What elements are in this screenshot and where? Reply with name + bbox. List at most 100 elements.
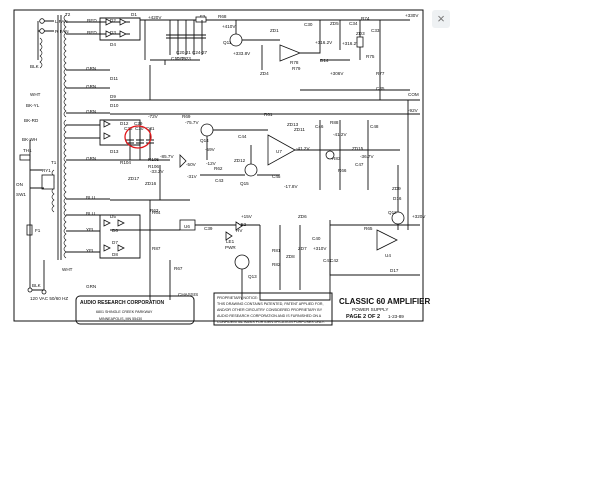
svg-text:+333.8V: +333.8V	[233, 51, 251, 56]
svg-text:D4: D4	[110, 42, 116, 47]
svg-text:R62: R62	[214, 166, 223, 171]
svg-text:YEL: YEL	[86, 248, 95, 253]
transformer-t2: T2	[39, 12, 71, 120]
svg-text:GRN: GRN	[86, 156, 96, 161]
svg-text:C40: C40	[312, 236, 321, 241]
svg-text:BLU: BLU	[86, 211, 95, 216]
svg-text:-59V: -59V	[205, 147, 216, 152]
svg-text:D14: D14	[320, 58, 329, 63]
svg-text:R88: R88	[330, 120, 339, 125]
svg-text:R83: R83	[332, 156, 341, 161]
svg-text:C41: C41	[323, 258, 332, 263]
svg-text:RED: RED	[87, 30, 97, 35]
svg-text:R67: R67	[174, 266, 183, 271]
svg-text:R81: R81	[272, 248, 281, 253]
svg-text:Q11: Q11	[223, 40, 232, 45]
svg-text:ZD13: ZD13	[287, 122, 299, 127]
svg-text:D11: D11	[110, 76, 119, 81]
svg-text:C44: C44	[238, 134, 247, 139]
svg-text:ZD6: ZD6	[298, 214, 307, 219]
svg-text:ZD3: ZD3	[356, 31, 365, 36]
svg-text:R61: R61	[264, 112, 273, 117]
svg-text:C31: C31	[146, 126, 155, 131]
svg-text:U6: U6	[184, 224, 190, 229]
svg-text:+330V: +330V	[405, 13, 419, 18]
svg-text:R87: R87	[152, 246, 161, 251]
svg-text:BK-YL: BK-YL	[26, 103, 40, 108]
svg-text:WHT: WHT	[62, 267, 73, 272]
svg-text:+410V: +410V	[222, 24, 236, 29]
svg-text:-31V: -31V	[187, 174, 198, 179]
t1-label: T1	[51, 160, 57, 165]
svg-text:+306V: +306V	[330, 71, 344, 76]
negative-supply: D12 D13 -72V C28 C30 C31 C29 R104 R105 R…	[99, 114, 190, 213]
secondary-lead-labels: RED RED BLK GRN GRN WHT BK-YL BK-RD BK-W…	[22, 18, 130, 289]
svg-text:C42: C42	[330, 258, 339, 263]
svg-text:+420V: +420V	[148, 15, 162, 20]
svg-text:WHT: WHT	[30, 92, 41, 97]
red-markup-circle	[124, 125, 152, 149]
svg-text:C10-19: C10-19	[171, 56, 187, 61]
svg-text:RED: RED	[87, 18, 97, 23]
notice-body-line: AUDIO RESEARCH CORPORATION AND IS FURNIS…	[217, 314, 322, 318]
svg-text:D2: D2	[110, 18, 116, 23]
svg-text:-17.8V: -17.8V	[284, 184, 298, 189]
svg-text:C30: C30	[135, 126, 144, 131]
svg-text:R106: R106	[148, 164, 159, 169]
svg-text:CHASSIS: CHASSIS	[178, 292, 198, 297]
close-tab-button[interactable]: ×	[432, 10, 450, 28]
svg-text:ZD5: ZD5	[330, 21, 339, 26]
svg-text:-36.7V: -36.7V	[360, 154, 374, 159]
svg-text:ON: ON	[16, 182, 23, 187]
svg-text:D8: D8	[112, 252, 118, 257]
svg-text:C34: C34	[349, 21, 358, 26]
svg-text:-72V: -72V	[148, 114, 159, 119]
svg-text:D10: D10	[110, 103, 119, 108]
svg-text:R105: R105	[148, 157, 159, 162]
svg-text:-12V: -12V	[206, 161, 217, 166]
svg-text:U4: U4	[385, 253, 391, 258]
svg-text:GRN: GRN	[86, 84, 96, 89]
svg-text:C22,23: C22,23	[176, 56, 191, 61]
bottom-regulator: U6 C39 +15V LE2 HV LE1 PWR Q13 R67 CHASS…	[110, 200, 339, 301]
svg-text:R78: R78	[290, 60, 299, 65]
svg-text:GRN: GRN	[86, 109, 96, 114]
svg-text:D5: D5	[110, 214, 116, 219]
svg-text:BK-WH: BK-WH	[22, 137, 37, 142]
mains-input: TH1 RY1 ON SW1 F1 120 VAC 50/60 HZ	[16, 140, 68, 301]
svg-text:C48: C48	[370, 124, 379, 129]
svg-text:Q13: Q13	[248, 274, 257, 279]
svg-text:+316.2V: +316.2V	[342, 41, 360, 46]
svg-text:D3: D3	[110, 30, 116, 35]
bridge-top: D1 D4	[99, 12, 141, 47]
svg-text:R63: R63	[150, 208, 159, 213]
svg-text:+320V: +320V	[412, 214, 426, 219]
svg-text:D13: D13	[110, 149, 119, 154]
svg-text:BLK: BLK	[32, 283, 42, 288]
svg-text:+310V: +310V	[313, 246, 327, 251]
svg-text:D9: D9	[110, 94, 116, 99]
svg-text:BLU: BLU	[86, 195, 95, 200]
svg-text:C20,21: C20,21	[176, 50, 191, 55]
svg-text:C45: C45	[272, 174, 281, 179]
svg-text:C39: C39	[204, 226, 213, 231]
svg-text:-75.7V: -75.7V	[185, 120, 199, 125]
svg-text:SW1: SW1	[16, 192, 26, 197]
svg-text:C29: C29	[134, 121, 143, 126]
svg-text:D6: D6	[112, 228, 118, 233]
svg-text:C33: C33	[371, 28, 380, 33]
svg-text:D12: D12	[120, 121, 129, 126]
svg-text:R74: R74	[361, 16, 370, 21]
svg-text:+15V: +15V	[241, 214, 253, 219]
page-indicator: PAGE 2 OF 2	[346, 314, 380, 320]
svg-text:C43: C43	[215, 178, 224, 183]
svg-text:U7: U7	[276, 149, 282, 154]
svg-text:-33.2V: -33.2V	[150, 169, 164, 174]
svg-text:C30: C30	[304, 22, 313, 27]
svg-text:ZD1: ZD1	[270, 28, 279, 33]
notice-body-line: CONFIDENTIAL BASIS FOR IDENTIFICATION PU…	[217, 320, 325, 324]
svg-text:-50V: -50V	[186, 162, 197, 167]
svg-text:C24-27: C24-27	[192, 50, 208, 55]
svg-text:C47: C47	[355, 162, 364, 167]
